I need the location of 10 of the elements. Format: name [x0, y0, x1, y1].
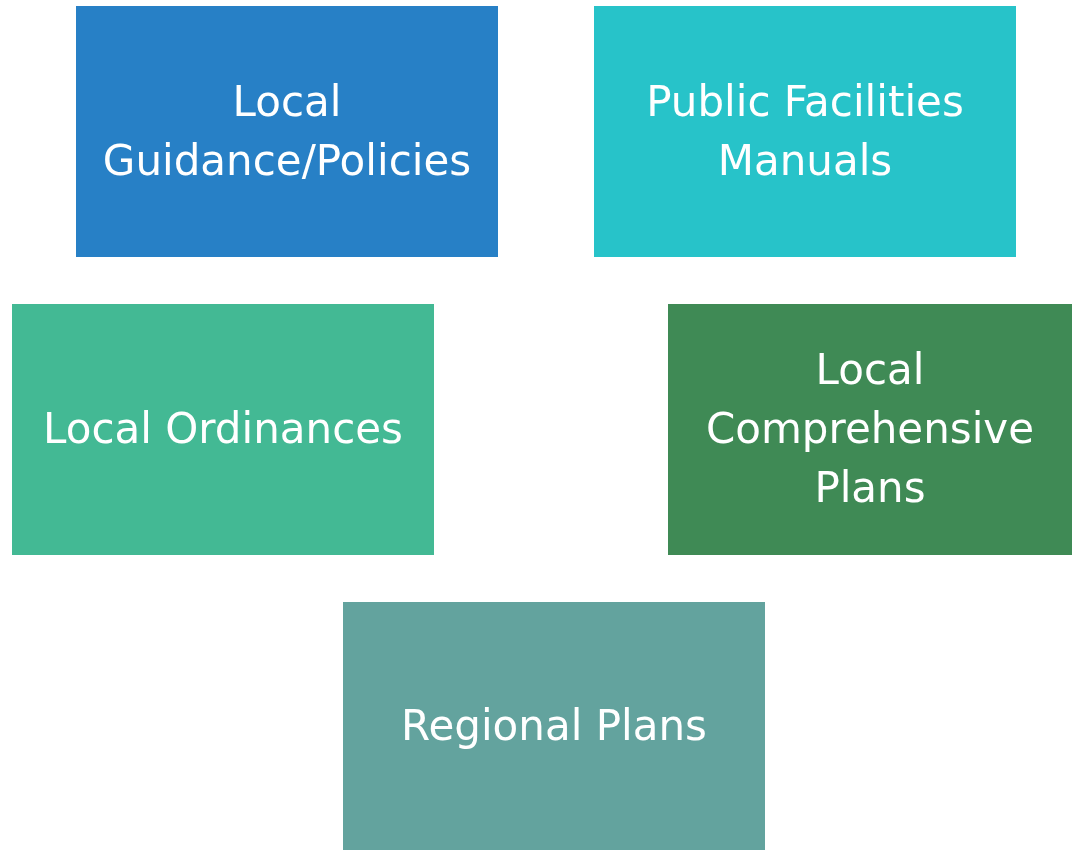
box-label: Public Facilities Manuals [645, 75, 965, 187]
box-label: Local Ordinances [43, 403, 403, 456]
box-label: Local Comprehensive Plans [704, 344, 1036, 514]
text-box [594, 6, 1016, 257]
text-box [343, 602, 765, 850]
text-box [668, 304, 1072, 555]
text-box [12, 304, 434, 555]
text-box [76, 6, 498, 257]
box-label: Local Guidance/Policies [101, 75, 473, 187]
box-label: Regional Plans [401, 699, 707, 752]
